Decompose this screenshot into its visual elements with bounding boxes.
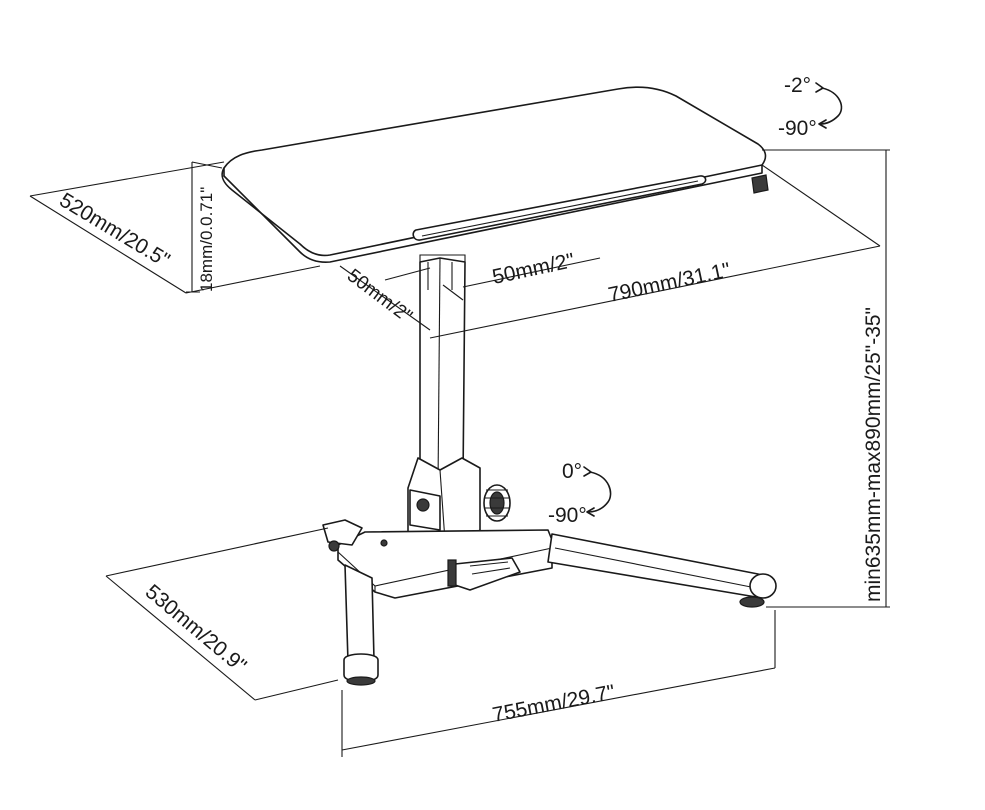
label-base-tilt-lower: -90° bbox=[548, 504, 587, 527]
adjust-knob bbox=[483, 484, 511, 522]
dimension-lines bbox=[29, 149, 890, 757]
label-base-tilt-upper: 0° bbox=[562, 460, 582, 483]
tilt-arrow-top bbox=[815, 82, 843, 129]
base bbox=[322, 519, 777, 686]
label-top-tilt-upper: -2° bbox=[784, 74, 811, 97]
table-top bbox=[221, 86, 769, 263]
label-top-tilt-lower: -90° bbox=[778, 117, 817, 140]
tilt-arrow-base bbox=[583, 466, 612, 517]
label-column-width: 50mm/2" bbox=[490, 249, 576, 289]
label-top-depth: 520mm/20.5" bbox=[55, 189, 173, 273]
column bbox=[407, 254, 511, 556]
label-base-depth: 530mm/20.9" bbox=[141, 580, 251, 677]
label-height-range: min635mm-max890mm/25"-35" bbox=[862, 307, 885, 602]
label-top-width: 790mm/31.1" bbox=[606, 259, 732, 307]
label-base-width: 755mm/29.7" bbox=[491, 681, 617, 727]
label-top-thickness: 18mm/0.0.71" bbox=[197, 187, 216, 292]
